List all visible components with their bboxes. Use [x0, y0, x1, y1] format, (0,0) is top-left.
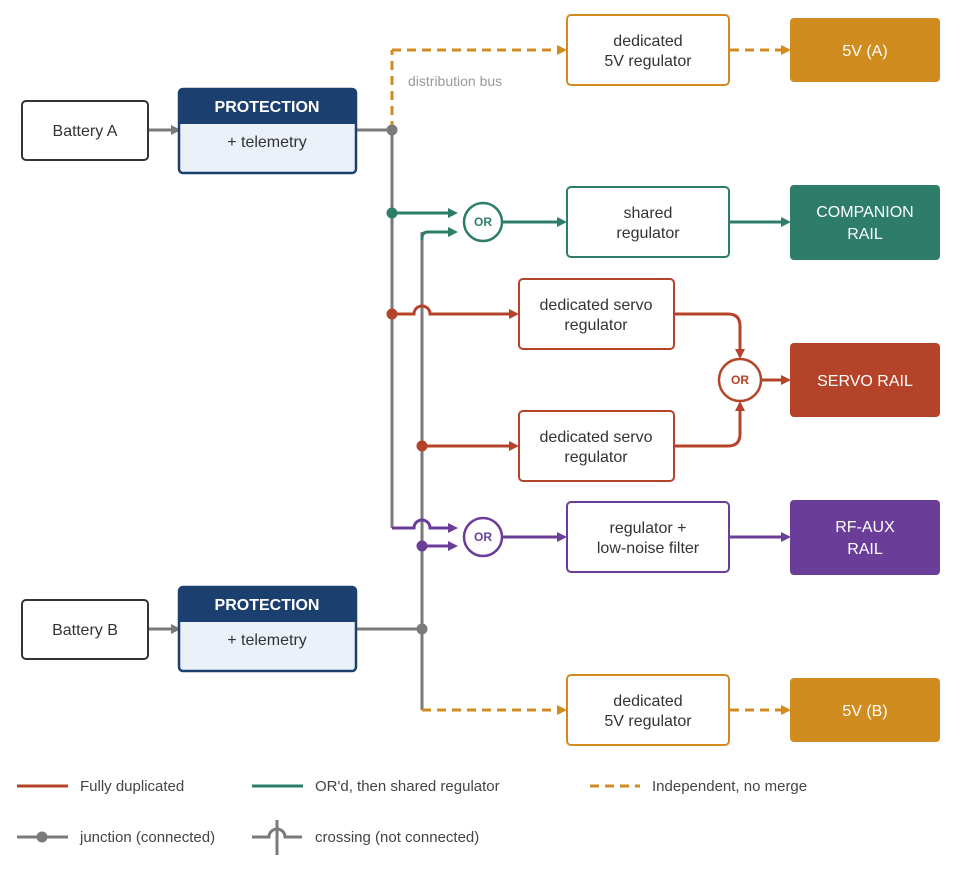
legend: Fully duplicated OR'd, then shared regul… [17, 778, 807, 855]
junction-dots [386, 124, 428, 635]
battery-b-box: Battery B [21, 599, 149, 660]
svg-text:RAIL: RAIL [847, 541, 883, 558]
svg-text:RF-AUX: RF-AUX [835, 519, 895, 536]
junction-dot-servo-a [386, 308, 398, 320]
bus-a-wiring [148, 125, 394, 528]
svg-text:dedicated: dedicated [613, 33, 682, 50]
or-gate-servo: OR [717, 357, 763, 403]
protection-b-header: PROTECTION [215, 597, 320, 614]
legend-junction: junction (connected) [17, 829, 215, 846]
protection-b-body: + telemetry [227, 632, 307, 649]
protection-b-block: PROTECTION + telemetry [177, 585, 358, 673]
regulator-5v-a-box: dedicated 5V regulator [566, 14, 730, 86]
svg-text:RAIL: RAIL [847, 226, 883, 243]
legend-crossing: crossing (not connected) [252, 820, 479, 855]
svg-text:5V (B): 5V (B) [842, 703, 887, 720]
or-gate-companion: OR [462, 201, 504, 243]
junction-dot-rf-b [416, 540, 428, 552]
svg-text:regulator: regulator [616, 225, 680, 242]
svg-text:5V (A): 5V (A) [842, 43, 887, 60]
companion-or-lines [392, 208, 791, 240]
legend-junction-dot [36, 831, 48, 843]
battery-a-box: Battery A [21, 100, 149, 161]
svg-text:regulator: regulator [564, 449, 628, 466]
independent-5v-a-line [390, 45, 791, 130]
svg-text:OR: OR [731, 373, 749, 387]
svg-text:dedicated servo: dedicated servo [540, 429, 653, 446]
junction-dot-servo-b [416, 440, 428, 452]
servo-duplicated-lines [392, 304, 791, 451]
shared-regulator-box: shared regulator [566, 186, 730, 258]
svg-text:OR: OR [474, 215, 492, 229]
svg-text:shared: shared [624, 205, 673, 222]
rail-5v-b: 5V (B) [790, 678, 940, 742]
battery-a-label: Battery A [53, 123, 118, 140]
svg-text:OR: OR [474, 530, 492, 544]
svg-text:5V regulator: 5V regulator [604, 713, 692, 730]
legend-ord-shared: OR'd, then shared regulator [252, 778, 500, 795]
protection-a-block: PROTECTION + telemetry [177, 87, 358, 175]
svg-text:5V regulator: 5V regulator [604, 53, 692, 70]
svg-text:dedicated: dedicated [613, 693, 682, 710]
svg-text:Fully duplicated: Fully duplicated [80, 778, 184, 795]
junction-dot-companion [386, 207, 398, 219]
junction-dot-bus-b [416, 623, 428, 635]
servo-regulator-2-box: dedicated servo regulator [518, 410, 675, 482]
svg-text:regulator: regulator [564, 317, 628, 334]
servo-regulator-1-box: dedicated servo regulator [518, 278, 675, 350]
or-gate-rf: OR [462, 516, 504, 558]
rail-5v-a: 5V (A) [790, 18, 940, 82]
junction-dot-bus-a [386, 124, 398, 136]
rail-servo: SERVO RAIL [790, 343, 940, 417]
protection-a-body: + telemetry [227, 134, 307, 151]
rail-rf-aux: RF-AUX RAIL [790, 500, 940, 575]
rail-companion: COMPANION RAIL [790, 185, 940, 260]
distribution-bus-label: distribution bus [408, 73, 502, 89]
svg-text:Independent, no merge: Independent, no merge [652, 778, 807, 795]
legend-independent: Independent, no merge [590, 778, 807, 795]
svg-text:OR'd, then shared regulator: OR'd, then shared regulator [315, 778, 500, 795]
legend-fully-duplicated: Fully duplicated [17, 778, 184, 795]
svg-text:low-noise filter: low-noise filter [597, 540, 700, 557]
battery-b-label: Battery B [52, 622, 118, 639]
svg-text:crossing (not connected): crossing (not connected) [315, 829, 479, 846]
svg-text:dedicated servo: dedicated servo [540, 297, 653, 314]
regulator-5v-b-box: dedicated 5V regulator [566, 674, 730, 746]
svg-text:COMPANION: COMPANION [816, 204, 913, 221]
svg-text:junction (connected): junction (connected) [79, 829, 215, 846]
rf-filter-regulator-box: regulator + low-noise filter [566, 501, 730, 573]
protection-a-header: PROTECTION [215, 99, 320, 116]
svg-text:SERVO RAIL: SERVO RAIL [817, 373, 913, 390]
svg-text:regulator +: regulator + [610, 520, 687, 537]
